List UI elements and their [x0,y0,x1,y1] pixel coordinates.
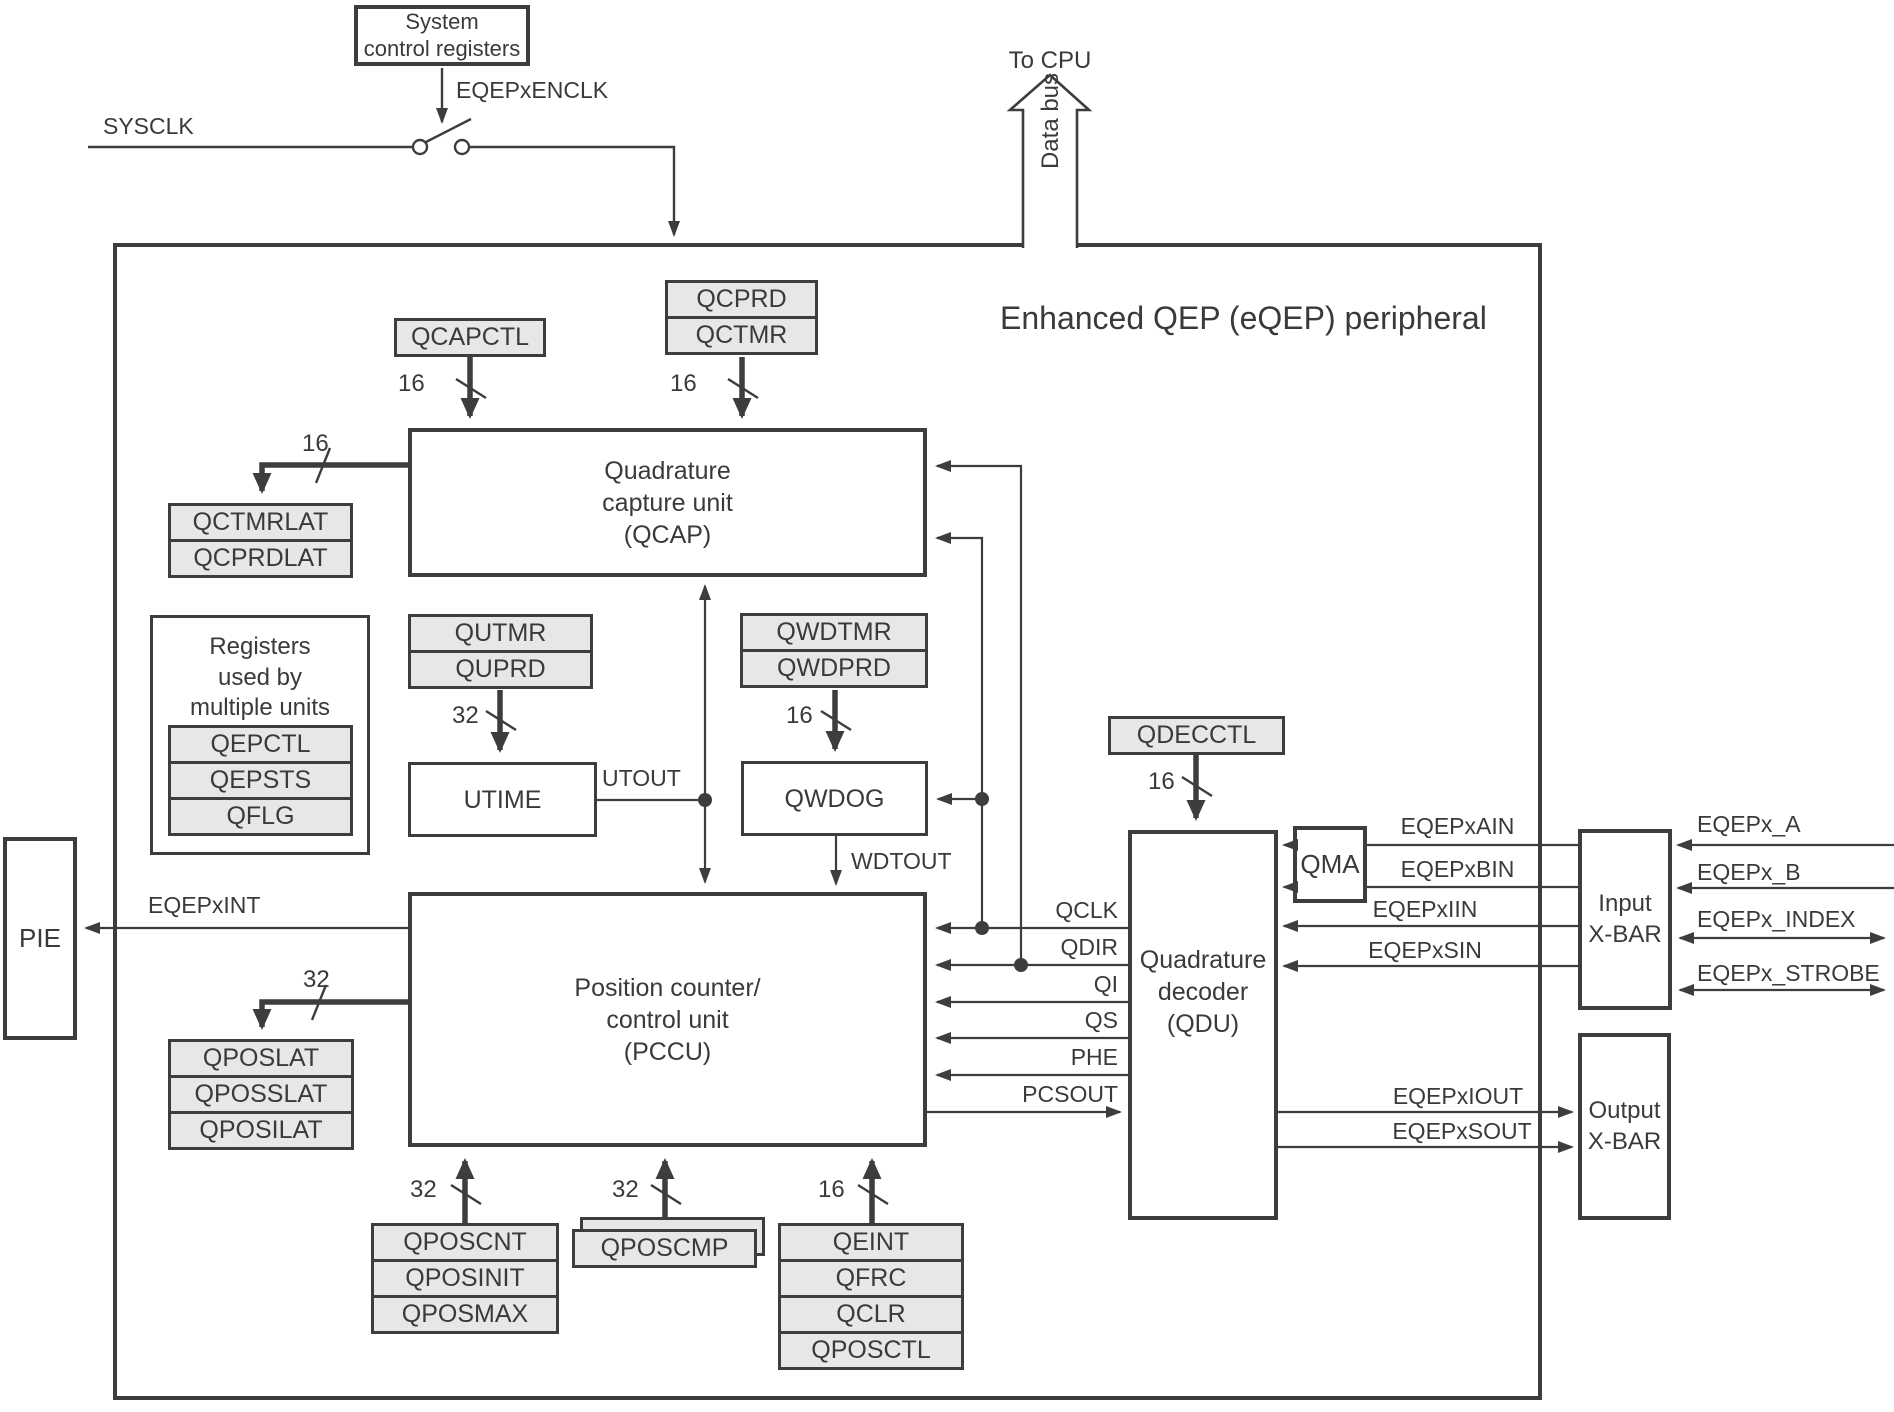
data-bus-label: Data bus [1037,72,1064,170]
eqepxain-label: EQEPxAIN [1400,813,1515,839]
wdtout-label: WDTOUT [851,848,952,874]
output-xbar-line2: X-BAR [1587,1127,1662,1155]
bus-width-quprd: 32 [452,702,479,729]
bus-width-qeint: 16 [818,1176,845,1203]
multi-unit-title-line1: Registers [209,633,311,660]
eqepxiout-label: EQEPxIOUT [1392,1083,1524,1109]
register-qctmrlat: QCTMRLAT [168,503,353,542]
register-qutmr: QUTMR [408,614,593,653]
pccu-label-line3: (PCCU) [623,1037,712,1066]
input-xbar-box: Input X-BAR [1578,829,1672,1010]
bus-width-qdecctl: 16 [1148,768,1175,795]
output-xbar-box: Output X-BAR [1578,1033,1671,1220]
qi-label: QI [1093,971,1118,997]
bus-width-qctmr: 16 [670,370,697,397]
register-qctmr: QCTMR [665,316,818,355]
qdu-unit-box: Quadrature decoder (QDU) [1128,830,1278,1220]
qwdog-label: QWDOG [784,784,885,813]
qwdog-unit-box: QWDOG [741,761,928,836]
register-qcprdlat: QCPRDLAT [168,539,353,578]
pccu-label-line1: Position counter/ [574,973,761,1002]
bus-width-qcap-lat: 16 [302,430,329,457]
qcap-label-line3: (QCAP) [623,520,712,549]
eqepxint-label: EQEPxINT [148,892,261,918]
system-control-registers-line1: System [405,9,479,35]
bus-width-qposcnt: 32 [410,1176,437,1203]
register-qdecctl: QDECCTL [1108,716,1285,755]
register-qposcnt: QPOSCNT [371,1223,559,1262]
eqepxsin-label: EQEPxSIN [1368,937,1482,963]
register-qposcmp: QPOSCMP [572,1229,757,1268]
eqepxbin-label: EQEPxBIN [1400,856,1515,882]
system-control-registers-box: System control registers [354,5,530,66]
multi-unit-title-line2: used by [217,663,303,691]
qcap-label-line2: capture unit [602,488,733,517]
register-qposmax: QPOSMAX [371,1295,559,1334]
multi-unit-title-line3: multiple units [189,694,331,722]
register-qflg: QFLG [168,797,353,836]
register-qposilat: QPOSILAT [168,1111,354,1150]
eqepx-b-label: EQEPx_B [1697,859,1801,885]
qcap-label-line1: Quadrature [604,456,731,485]
to-cpu-label: To CPU [1008,47,1092,74]
utime-label: UTIME [463,785,542,814]
input-xbar-line2: X-BAR [1588,920,1662,948]
bus-width-qcapctl: 16 [398,370,425,397]
register-qwdtmr: QWDTMR [740,613,928,652]
register-qposslat: QPOSSLAT [168,1075,354,1114]
qs-label: QS [1084,1007,1118,1033]
bus-width-qwdprd: 16 [786,702,813,729]
eqepx-a-label: EQEPx_A [1697,811,1801,837]
pccu-unit-box: Position counter/ control unit (PCCU) [408,892,927,1147]
register-qepctl: QEPCTL [168,725,353,764]
register-qwdprd: QWDPRD [740,649,928,688]
utout-label: UTOUT [602,765,681,791]
pie-box: PIE [3,837,77,1040]
register-qepsts: QEPSTS [168,761,353,800]
eqepxiin-label: EQEPxIIN [1372,896,1478,922]
qclk-label: QCLK [1055,897,1118,923]
qdu-label-line2: decoder [1157,978,1249,1006]
register-quprd: QUPRD [408,650,593,689]
register-qposctl: QPOSCTL [778,1331,964,1370]
qdu-label-line1: Quadrature [1139,946,1267,974]
bus-width-qposlat: 32 [303,966,330,993]
output-xbar-line1: Output [1588,1096,1661,1124]
input-xbar-line1: Input [1598,889,1652,917]
register-qposinit: QPOSINIT [371,1259,559,1298]
qma-label: QMA [1300,848,1360,879]
phe-label: PHE [1070,1044,1118,1070]
sysclk-label: SYSCLK [103,113,194,139]
eqepxenclk-label: EQEPxENCLK [456,77,609,103]
register-qcapctl: QCAPCTL [394,318,546,357]
register-qfrc: QFRC [778,1259,964,1298]
register-qclr: QCLR [778,1295,964,1334]
eqepxsout-label: EQEPxSOUT [1392,1118,1532,1144]
pcsout-label: PCSOUT [1022,1081,1118,1107]
bus-width-qposcmp: 32 [612,1176,639,1203]
system-control-registers-line2: control registers [363,35,521,61]
register-qeint: QEINT [778,1223,964,1262]
register-qposlat: QPOSLAT [168,1039,354,1078]
pie-label: PIE [19,922,61,953]
register-qcprd: QCPRD [665,280,818,319]
eqepx-strobe-label: EQEPx_STROBE [1697,960,1880,986]
qdu-label-line3: (QDU) [1166,1010,1240,1038]
diagram-title: Enhanced QEP (eQEP) peripheral [1000,300,1487,336]
utime-unit-box: UTIME [408,762,597,837]
switch-blade [425,117,472,144]
qcap-unit-box: Quadrature capture unit (QCAP) [408,428,927,577]
eqepx-index-label: EQEPx_INDEX [1697,906,1856,932]
qma-box: QMA [1293,826,1367,903]
pccu-label-line2: control unit [606,1005,729,1034]
qdir-label: QDIR [1060,934,1119,960]
